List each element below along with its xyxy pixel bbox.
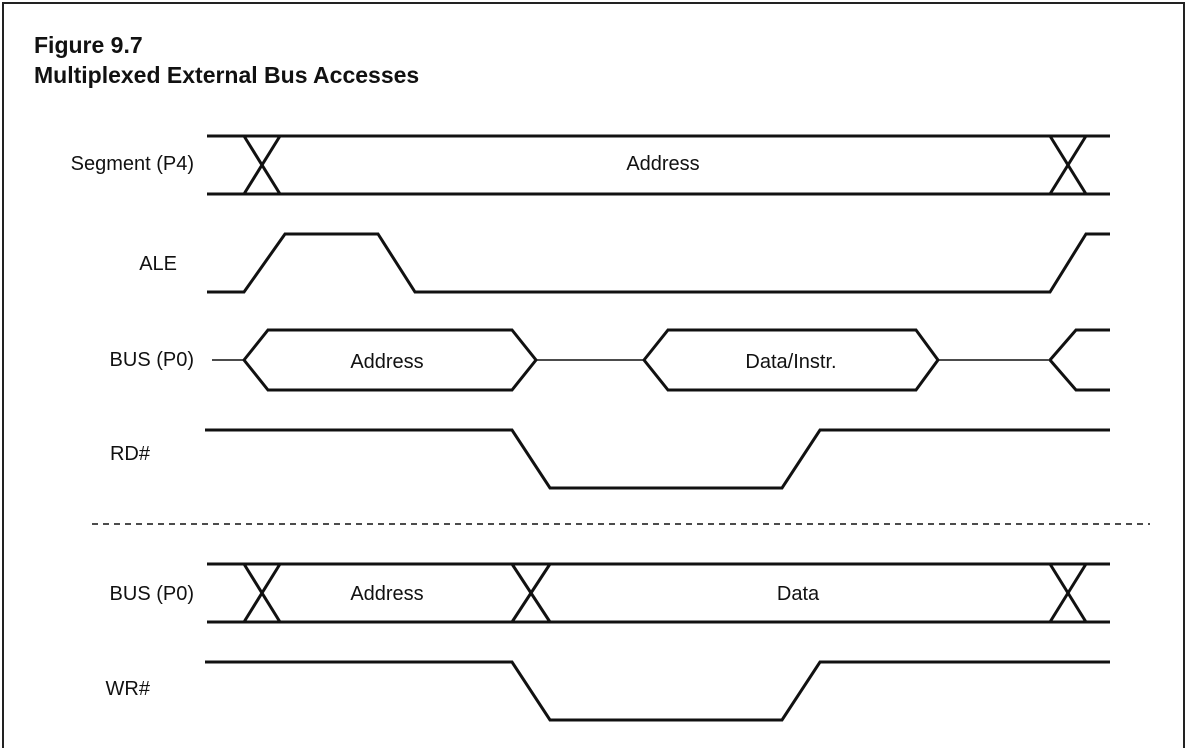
bus-read-address-text: Address: [350, 351, 423, 373]
segment-address-text: Address: [626, 153, 699, 175]
wr-waveform: [205, 660, 1110, 722]
ale-waveform: [207, 232, 1110, 294]
rd-label: RD#: [110, 443, 151, 465]
bus-read-waveform: [212, 328, 1110, 392]
bus-write-data-text: Data: [777, 583, 820, 605]
bus-write-address-text: Address: [350, 583, 423, 605]
rd-waveform: [205, 428, 1110, 490]
segment-waveform: [207, 134, 1110, 196]
figure-title: Multiplexed External Bus Accesses: [34, 62, 420, 88]
wr-label: WR#: [106, 678, 151, 700]
bus-write-waveform: [207, 562, 1110, 624]
figure-number: Figure 9.7: [34, 32, 143, 58]
ale-label: ALE: [139, 253, 177, 275]
figure-heading: Figure 9.7 Multiplexed External Bus Acce…: [34, 30, 419, 90]
segment-label: Segment (P4): [71, 153, 194, 175]
bus-read-label: BUS (P0): [110, 349, 194, 371]
bus-write-label: BUS (P0): [110, 583, 194, 605]
bus-read-data-text: Data/Instr.: [745, 351, 836, 373]
